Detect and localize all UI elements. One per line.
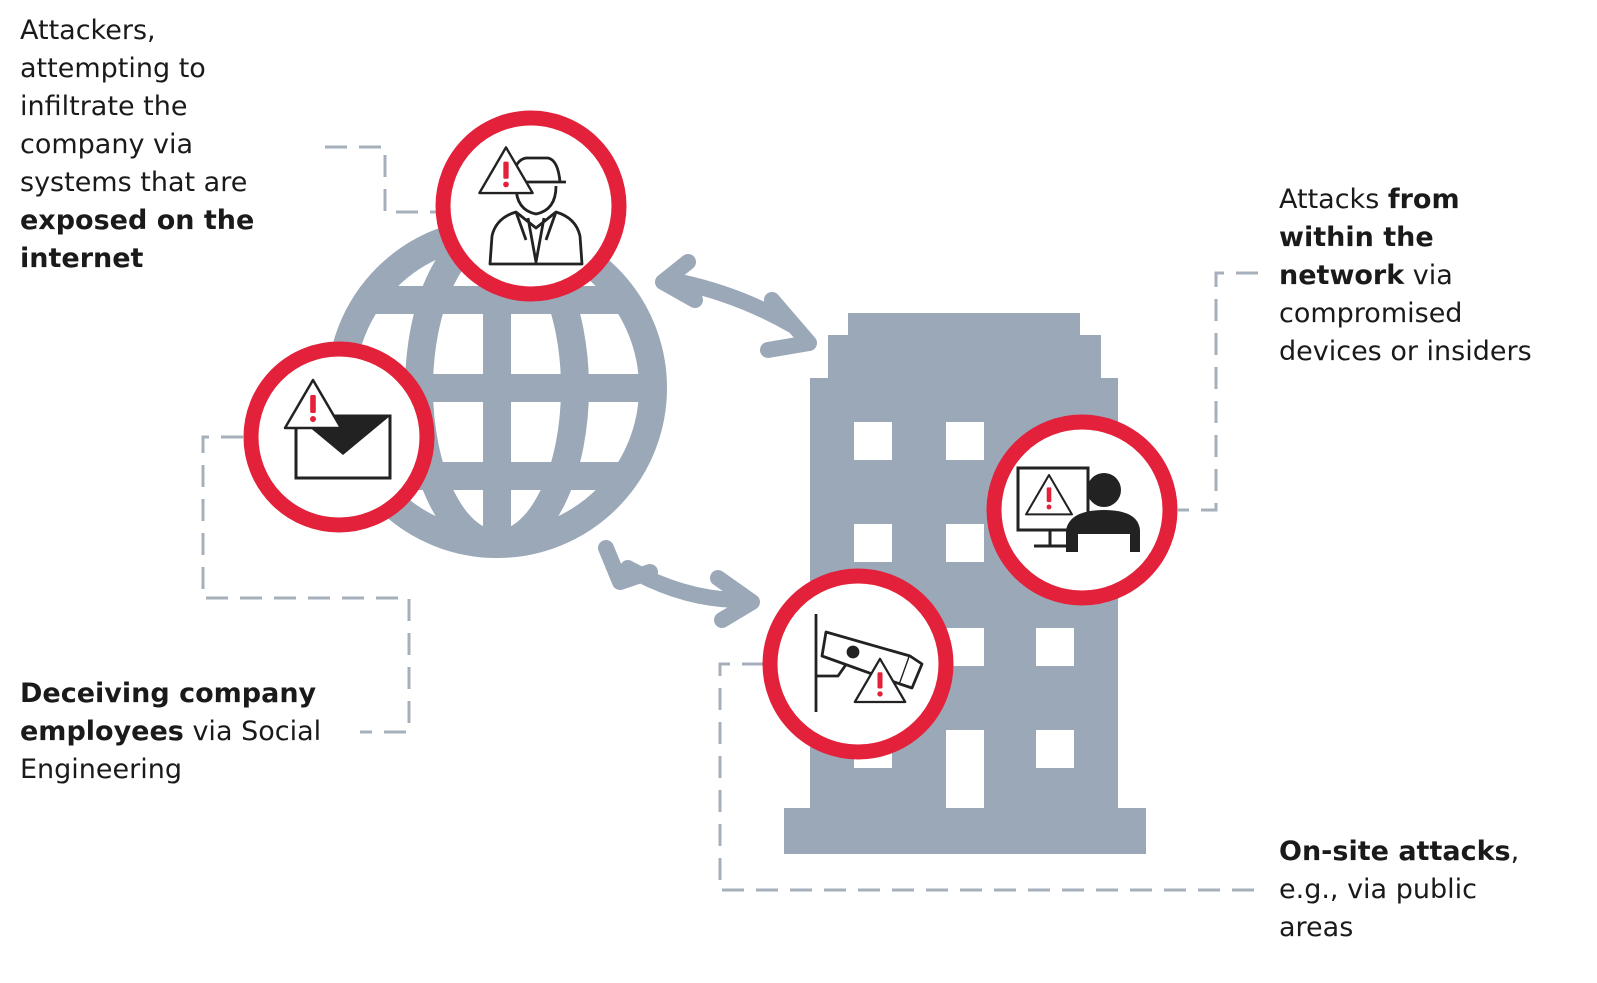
label-line: Engineering: [20, 754, 182, 785]
label-text: via: [1404, 260, 1453, 291]
connector-lines: [201, 145, 1262, 892]
label-line: infiltrate the: [20, 91, 188, 122]
label-line: devices or insiders: [1279, 336, 1532, 367]
label-bold: internet: [20, 243, 144, 274]
label-internet-attacks: Attackers, attempting to infiltrate the …: [20, 12, 320, 278]
label-bold: from: [1387, 184, 1460, 215]
double-arrow-icon: [655, 254, 817, 358]
computer-user-icon: [1016, 466, 1140, 552]
label-line: e.g., via public: [1279, 874, 1477, 905]
connector-insider: [1178, 271, 1258, 512]
connector-social: [201, 435, 411, 734]
label-bold: exposed on the: [20, 205, 255, 236]
hacker-icon: [488, 156, 584, 266]
label-line: compromised: [1279, 298, 1463, 329]
label-bold: network: [1279, 260, 1405, 291]
insider-badge: [986, 414, 1178, 606]
double-arrow-icon: [598, 540, 760, 628]
label-text: ,: [1510, 836, 1520, 867]
email-badge: [243, 341, 435, 533]
label-line: attempting to: [20, 53, 206, 84]
label-onsite-attacks: On-site attacks, e.g., via public areas: [1279, 833, 1579, 947]
label-bold: Deceiving company: [20, 678, 317, 709]
label-bold: employees: [20, 716, 184, 747]
label-text: via Social: [183, 716, 322, 747]
label-line: systems that are: [20, 167, 248, 198]
label-bold: within the: [1279, 222, 1434, 253]
camera-badge: [762, 568, 954, 760]
label-line: areas: [1279, 912, 1354, 943]
label-bold: On-site attacks: [1279, 836, 1511, 867]
label-text: Attacks: [1279, 184, 1388, 215]
label-insider-attacks: Attacks from within the network via comp…: [1279, 181, 1579, 371]
label-social-engineering: Deceiving company employees via Social E…: [20, 675, 360, 789]
hacker-badge: [435, 110, 627, 302]
label-line: Attackers,: [20, 15, 156, 46]
connector-onsite: [718, 662, 1262, 892]
connector-internet: [325, 145, 436, 214]
label-line: company via: [20, 129, 194, 160]
